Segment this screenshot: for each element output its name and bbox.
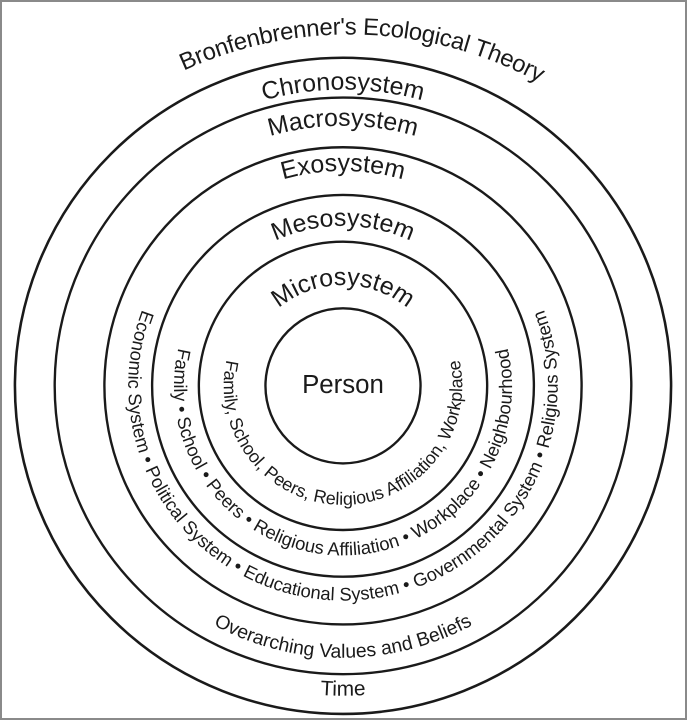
exosystem-label: Exosystem [278, 150, 408, 185]
person-label: Person [302, 371, 384, 399]
microsystem-label: Microsystem [267, 264, 420, 313]
macrosystem-circle [53, 96, 633, 676]
macrosystem-label: Macrosystem [265, 105, 421, 142]
exosystem-circle [103, 146, 583, 626]
mesosystem-label: Mesosystem [268, 205, 419, 246]
microsystem-circle [197, 240, 489, 532]
chronosystem-label: Chronosystem [259, 69, 427, 107]
mesosystem-circle [150, 193, 536, 578]
chronosystem-circle [13, 56, 673, 716]
person-circle [264, 307, 422, 465]
macrosystem-content-text: Overarching Values and Beliefs [211, 610, 475, 663]
chronosystem-content-text: Time [320, 677, 366, 701]
